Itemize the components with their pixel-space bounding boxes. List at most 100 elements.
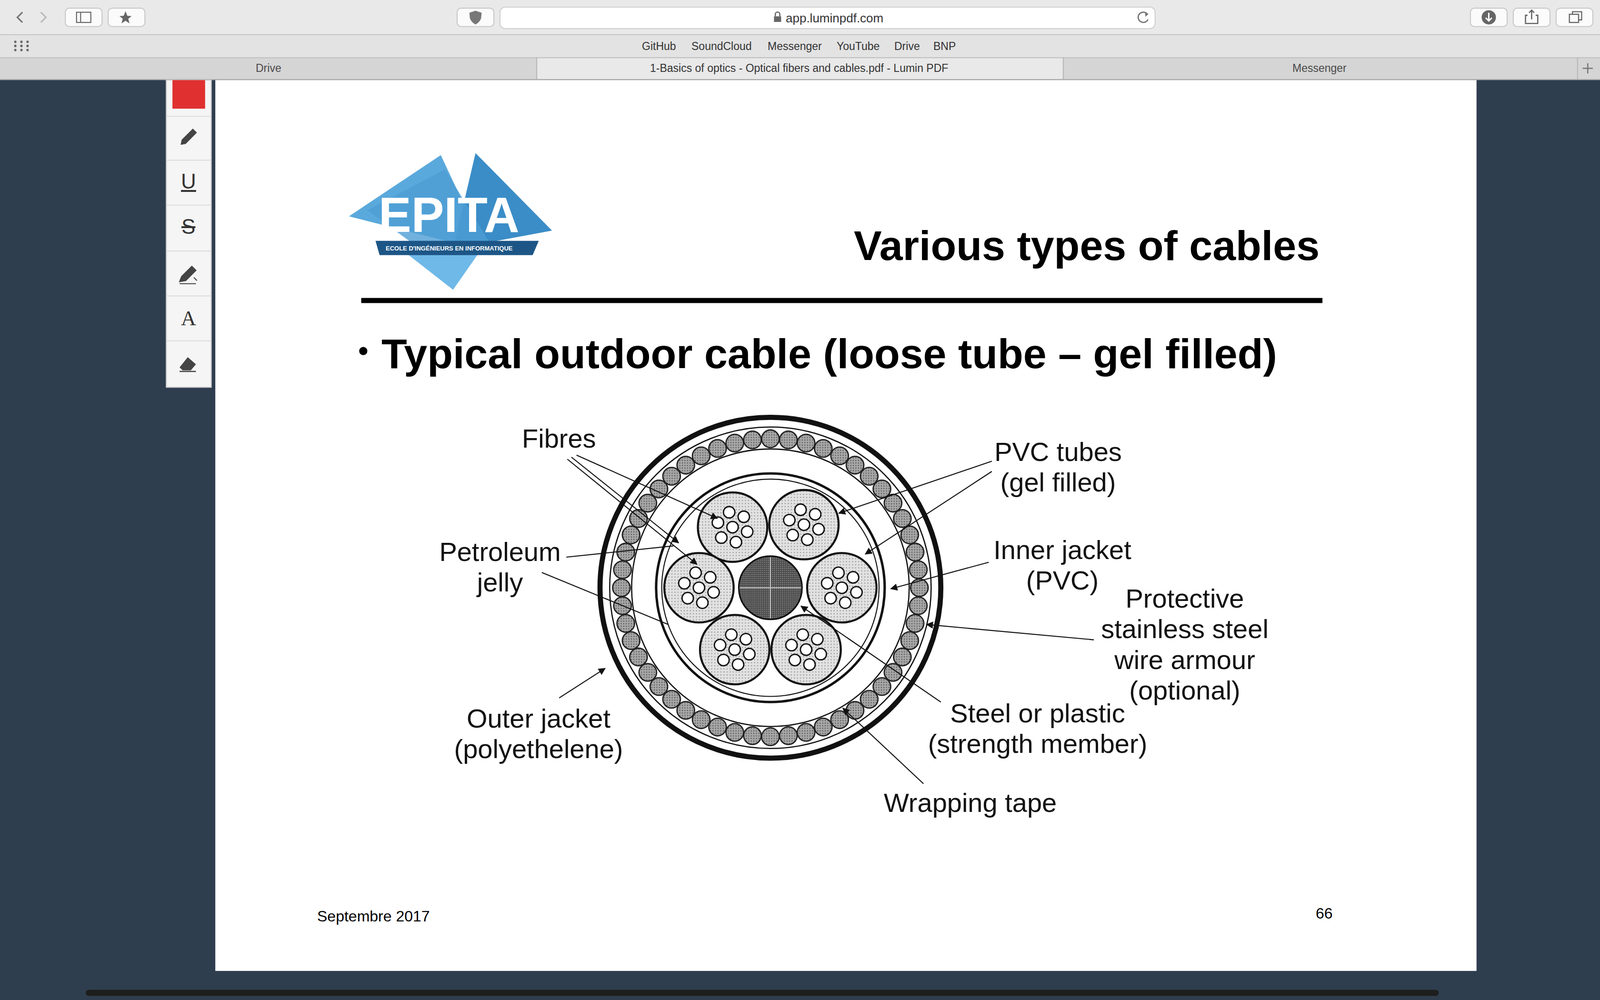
browser-toolbar [40,12,47,23]
bookmarks-bar [14,48,17,51]
armour-wire [743,726,762,745]
part-label: Inner jacket (PVC) [983,534,1141,597]
bookmark-link: SoundCloud [691,40,752,53]
annotation-toolbar [166,204,211,206]
optical-fibre [801,533,813,546]
strength-member [738,556,802,620]
optical-fibre [712,517,724,529]
armour-wire [846,701,864,720]
optical-fibre [803,659,816,671]
bookmarks-bar [26,40,29,43]
optical-fibre [732,659,744,671]
armour-wire [743,430,762,449]
bookmarks-bar [14,40,30,51]
optical-fibre [785,639,798,651]
browser-toolbar [773,16,781,22]
optical-fibre [811,633,823,645]
armour-wire [761,430,780,448]
armour-wire [622,526,640,544]
gel-tube [664,552,734,623]
gel-tube [698,492,768,562]
browser-toolbar [1470,8,1508,27]
tab-bar [1582,63,1593,74]
leader-line [865,471,992,555]
optical-fibre [717,654,730,666]
browser-toolbar [80,12,81,23]
armour-wire [797,434,815,452]
bookmark-link: BNP [933,40,956,53]
leader-line [926,624,1094,640]
optical-fibre [783,514,796,526]
part-label: PVC tubes (gel filled) [979,436,1137,499]
optical-fibre [678,577,690,590]
optical-fibre [725,629,738,641]
optical-fibre [800,643,812,656]
leader-line [838,461,992,514]
annotation-toolbar [172,80,206,109]
scrollbar [85,990,1439,997]
armour-wire [909,597,928,615]
optical-fibre [839,597,851,609]
optical-fibre [741,526,753,538]
browser-toolbar [108,8,145,27]
armour-wire [779,430,798,449]
bookmarks-bar [14,40,17,43]
armour-wire [906,614,924,633]
armour-wire [814,439,832,458]
armour-wire [617,614,635,633]
leader-line [842,708,924,784]
leader-line [890,562,990,590]
optical-fibre [729,643,741,656]
armour-wire [814,718,832,736]
browser-toolbar [457,8,494,27]
optical-fibre [815,648,827,660]
optical-fibre [787,529,799,541]
part-label: Fibres [521,423,597,454]
armour-wire [629,648,648,666]
part-label: Wrapping tape [883,787,1057,819]
page-number: 66 [1315,904,1333,923]
optical-fibre [730,536,742,548]
armour-wire [830,710,849,729]
bookmark-link: Messenger [767,40,822,53]
epita-logo [349,152,552,290]
optical-fibre [794,504,807,516]
part-label: Outer jacket (polyethelene) [445,703,632,765]
tab-bar [1062,57,1064,80]
cable-cross-section [609,427,931,749]
gel-tube [700,614,770,685]
annotation-toolbar [180,128,197,145]
bookmarks-bar [14,44,17,48]
optical-fibre [809,508,821,520]
armour-wire [639,663,657,682]
armour-wire [726,434,744,452]
tab-title: Drive [255,61,282,75]
gel-tube [807,552,877,623]
optical-fibre [812,523,825,535]
epita-logo [375,240,540,256]
strength-member [738,556,802,620]
annotation-toolbar [166,116,211,341]
armour-wire [613,560,632,579]
strength-member [770,557,771,619]
bookmarks-bar [26,44,29,48]
title-rule [361,298,1323,304]
url-text: app.luminpdf.com [785,11,884,26]
cable-cross-section [600,417,941,759]
browser-toolbar [0,0,1600,35]
armour-wire [708,439,727,458]
annotation-toolbar [166,250,211,252]
part-label: Petroleum jelly [428,536,572,599]
cable-cross-section [600,417,941,759]
strikethrough-tool: S [181,214,196,240]
armour-wire [910,579,929,597]
logo-subtitle: ECOLE D'INGÉNIEURS EN INFORMATIQUE [385,245,513,253]
browser-toolbar [1485,12,1492,21]
annotation-toolbar [166,340,211,342]
optical-fibre [696,597,709,609]
optical-fibre [714,639,726,651]
annotation-toolbar [166,80,211,388]
browser-toolbar [119,11,132,24]
underline-tool: U [180,169,197,194]
browser-toolbar [1572,11,1582,20]
